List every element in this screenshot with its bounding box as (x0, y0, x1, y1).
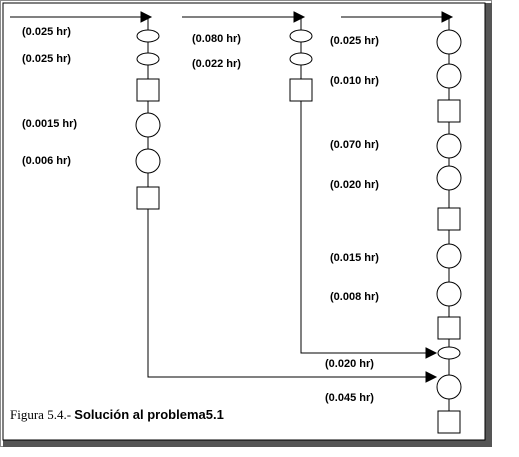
return-line-col2 (300, 101, 427, 354)
arrow-head-return-col1 (425, 371, 438, 383)
time-label: (0.015 hr) (330, 252, 379, 264)
circle-node (135, 112, 161, 138)
circle-node (436, 63, 462, 89)
time-label: (0.006 hr) (22, 155, 71, 167)
time-label: (0.025 hr) (22, 26, 71, 38)
square-node (136, 78, 160, 102)
time-label: (0.008 hr) (330, 291, 379, 303)
arrow-head-col1 (140, 11, 153, 23)
arrow-head-return-col2 (425, 347, 438, 359)
time-label: (0.010 hr) (330, 75, 379, 87)
time-label: (0.025 hr) (22, 53, 71, 65)
time-label: (0.022 hr) (192, 58, 241, 70)
frame-shadow-bottom (3, 440, 492, 447)
square-node (437, 207, 461, 231)
square-node (437, 99, 461, 123)
oval-node (437, 346, 461, 360)
arrow-head-col2 (293, 11, 306, 23)
frame-shadow-right (485, 3, 492, 447)
square-node (437, 316, 461, 340)
square-node (289, 78, 313, 102)
circle-node (436, 133, 462, 159)
circle-node (436, 374, 462, 400)
time-label: (0.020 hr) (325, 358, 374, 370)
return-line-col1 (147, 209, 427, 378)
circle-node (436, 29, 462, 55)
arrow-head-col3 (441, 11, 454, 23)
caption-title: Solución al problema5.1 (74, 407, 224, 422)
time-label: (0.070 hr) (330, 139, 379, 151)
circle-node (135, 148, 161, 174)
oval-node (289, 52, 313, 66)
time-label: (0.045 hr) (325, 392, 374, 404)
oval-node (136, 52, 160, 66)
oval-node (289, 29, 313, 43)
oval-node (136, 29, 160, 43)
figure-caption: Figura 5.4.- Solución al problema5.1 (10, 407, 224, 422)
time-label: (0.025 hr) (330, 35, 379, 47)
circle-node (436, 281, 462, 307)
time-label: (0.080 hr) (192, 33, 241, 45)
time-label: (0.020 hr) (330, 179, 379, 191)
square-node (136, 186, 160, 210)
square-node (437, 410, 461, 434)
caption-prefix: Figura 5.4.- (10, 407, 74, 422)
circle-node (436, 243, 462, 269)
frame-inner (2, 2, 486, 441)
circle-node (436, 165, 462, 191)
time-label: (0.0015 hr) (22, 118, 77, 130)
